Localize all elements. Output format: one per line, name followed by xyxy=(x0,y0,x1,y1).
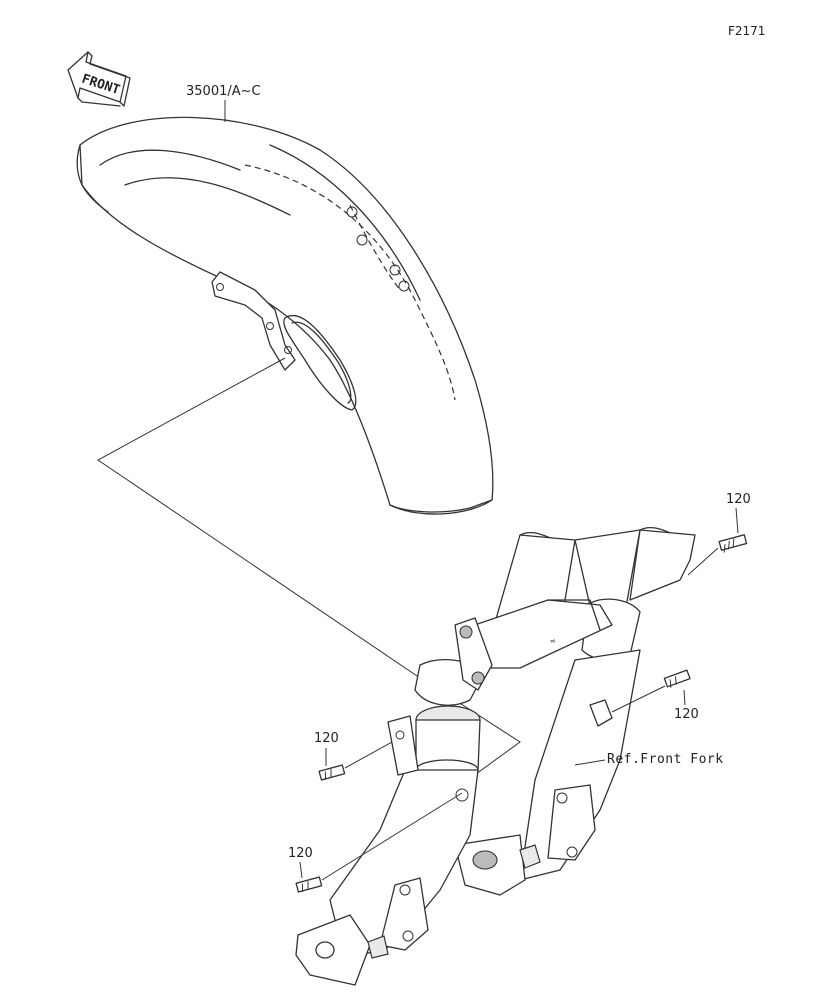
front-fender xyxy=(76,116,494,515)
bolt-left-lower-callout: 120 xyxy=(288,846,313,861)
figure-code: F2171 xyxy=(728,24,766,38)
fender-callout: 35001/A~C xyxy=(186,84,261,99)
bolt-right-upper-icon xyxy=(687,507,748,576)
bolt-left-upper-icon xyxy=(318,741,393,781)
front-arrow-icon: FRONT xyxy=(67,51,131,107)
bolt-left-upper-callout: 120 xyxy=(314,731,339,746)
front-fork-assembly: ≈ xyxy=(295,527,696,986)
bolt-right-lower-icon xyxy=(611,669,691,713)
svg-text:≈: ≈ xyxy=(549,636,557,647)
bolt-left-lower-icon xyxy=(295,792,463,893)
front-fork-reference: Ref.Front Fork xyxy=(607,752,724,767)
bolt-right-upper-callout: 120 xyxy=(726,492,751,507)
bolt-right-lower-callout: 120 xyxy=(674,707,699,722)
